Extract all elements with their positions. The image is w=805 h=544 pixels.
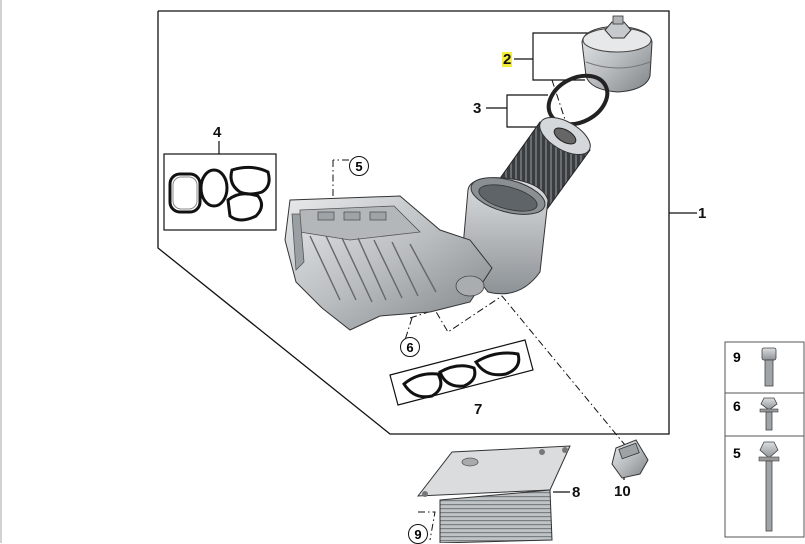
- callout-7: 7: [474, 401, 483, 418]
- o-ring-large: [546, 73, 610, 127]
- long-bolt-icon: [758, 441, 780, 532]
- gasket-set-box-lower: [389, 339, 534, 406]
- callout-4: 4: [213, 124, 222, 141]
- callout-1: 1: [698, 205, 707, 222]
- leader-lines: [218, 32, 697, 493]
- fastener-legend: [724, 341, 805, 538]
- legend-num-9: 9: [733, 349, 741, 365]
- callout-3: 3: [473, 100, 482, 117]
- callout-8: 8: [572, 484, 581, 501]
- oil-pressure-sensor-part: [611, 439, 649, 479]
- short-bolt-icon: [761, 347, 777, 387]
- gasket-set-box: [163, 153, 277, 231]
- callout-6: 6: [400, 337, 420, 357]
- legend-num-6: 6: [733, 398, 741, 414]
- filter-cover-part: [581, 15, 653, 93]
- oil-cooler-part: [416, 445, 571, 543]
- collar-bolt-icon: [759, 397, 779, 431]
- callout-5: 5: [349, 156, 369, 176]
- legend-num-5: 5: [733, 445, 741, 461]
- callout-2: 2: [502, 51, 513, 68]
- oil-filter-housing-part: [284, 177, 549, 331]
- callout-10: 10: [614, 483, 631, 500]
- assembly-frame: [157, 10, 670, 435]
- callout-9: 9: [408, 524, 428, 544]
